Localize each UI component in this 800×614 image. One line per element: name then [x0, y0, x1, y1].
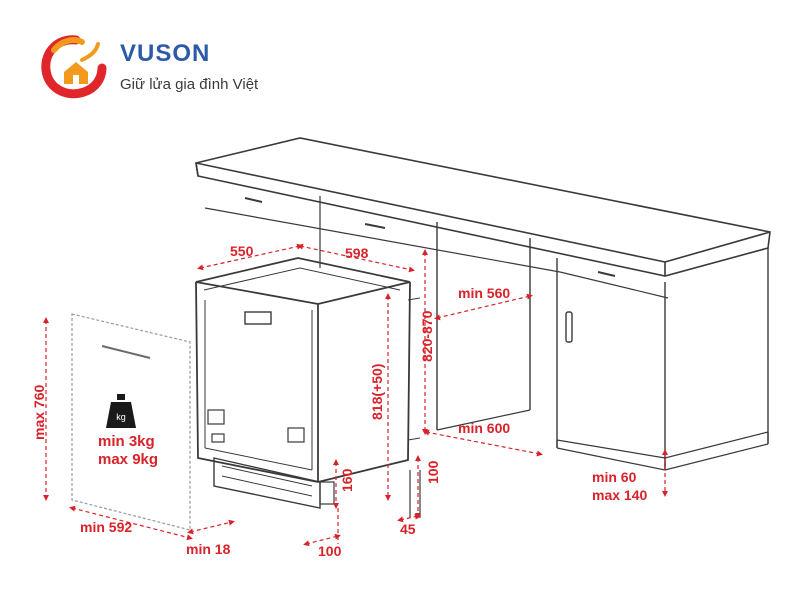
- weight-icon: kg: [106, 394, 136, 428]
- dim-45-label: 45: [400, 521, 416, 537]
- dim-100-side-label: 100: [425, 460, 441, 484]
- dim-min-18-label: min 18: [186, 541, 231, 557]
- dimension-lines: [43, 243, 668, 547]
- dim-598-label: 598: [345, 245, 369, 261]
- dim-max-760-label: max 760: [31, 385, 47, 440]
- dim-max-140-label: max 140: [592, 487, 647, 503]
- dim-818-label: 818(+50): [369, 364, 385, 420]
- dim-min-592-label: min 592: [80, 519, 132, 535]
- dimension-labels: 550 598 min 560 820-870 818(+50) min 600…: [31, 243, 647, 559]
- dishwasher-body: [195, 257, 421, 509]
- dim-min-60-label: min 60: [592, 469, 637, 485]
- weight-min-label: min 3kg: [98, 433, 155, 450]
- dim-820-870-label: 820-870: [419, 310, 435, 362]
- dim-min-560-label: min 560: [458, 285, 510, 301]
- dim-100-bottom-label: 100: [318, 543, 342, 559]
- weight-icon-label: kg: [116, 412, 126, 422]
- brand-name: VUSON: [120, 40, 211, 67]
- weight-max-label: max 9kg: [98, 451, 158, 468]
- dim-min-600-label: min 600: [458, 420, 510, 436]
- logo-mark-icon: [41, 35, 107, 99]
- furniture-door-panel: [71, 313, 191, 531]
- dim-550-label: 550: [230, 243, 254, 259]
- kitchen-cabinets: [195, 137, 771, 518]
- brand-slogan: Giữ lửa gia đình Việt: [120, 76, 259, 93]
- brand-logo: VUSON Giữ lửa gia đình Việt: [36, 32, 286, 102]
- dim-160-label: 160: [339, 468, 355, 492]
